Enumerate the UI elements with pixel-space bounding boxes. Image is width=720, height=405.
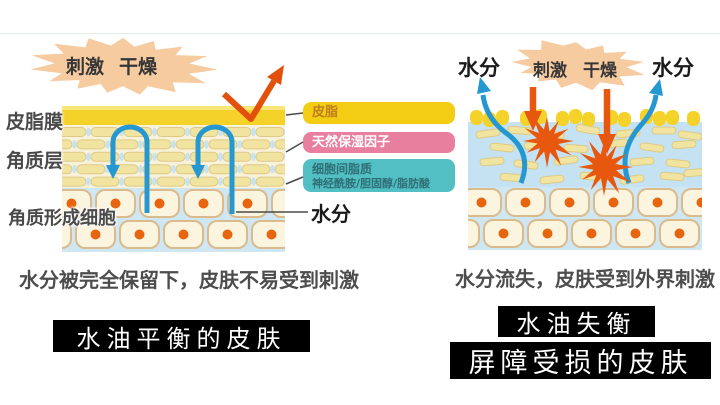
burst-word-dryness: 干燥 <box>119 56 158 78</box>
label-sebum-film: 皮脂膜 <box>6 111 64 133</box>
starburst-polygon <box>511 40 645 91</box>
burst-word-irritation: 刺激 <box>533 61 567 81</box>
caption-left: 水分被完全保留下，皮肤不易受到刺激 <box>19 268 359 292</box>
label-moisture-escaping-left: 水分 <box>458 56 500 80</box>
title-imbalanced: 水油失衡 <box>498 306 655 338</box>
burst-word-dryness: 干燥 <box>583 61 617 81</box>
legend-nmf-box: 天然保湿因子 <box>303 132 455 153</box>
label-stratum-corneum: 角质层 <box>6 150 64 172</box>
irritation-burst-shape-right <box>511 40 645 91</box>
title-imbalanced-text: 水油失衡 <box>516 310 637 338</box>
irritation-burst-shape-left <box>30 37 218 95</box>
label-moisture-left-panel: 水分 <box>311 202 351 226</box>
caption-right: 水分流失，皮肤受到外界刺激 <box>455 267 715 291</box>
label-moisture-escaping-right: 水分 <box>652 56 694 80</box>
legend-sebum-label: 皮脂 <box>312 105 339 120</box>
legend-sebum-box: 皮脂 <box>303 102 455 124</box>
burst-label-left: 刺激 干燥 <box>66 52 157 79</box>
legend-lipid-title: 细胞间脂质 <box>312 162 373 176</box>
damaged-skin-cross-section <box>468 109 702 250</box>
burst-word-irritation: 刺激 <box>66 56 105 78</box>
title-damaged-barrier: 屏障受损的皮肤 <box>450 342 711 379</box>
title-damaged-barrier-text: 屏障受损的皮肤 <box>468 348 693 379</box>
divider-line <box>0 33 720 34</box>
burst-label-right: 刺激 干燥 <box>533 56 617 81</box>
title-balanced-skin: 水油平衡的皮肤 <box>53 320 310 353</box>
legend-lipid-sub: 神经酰胺/胆固醇/脂肪酸 <box>312 177 431 190</box>
legend-lipid-box: 细胞间脂质 神经酰胺/胆固醇/脂肪酸 <box>303 159 455 192</box>
label-keratinocyte: 角质形成细胞 <box>8 208 116 229</box>
healthy-skin-cross-section <box>62 106 285 252</box>
starburst-polygon <box>30 37 218 95</box>
legend-nmf-label: 天然保湿因子 <box>312 135 391 150</box>
title-balanced-skin-text: 水油平衡的皮肤 <box>76 324 287 353</box>
